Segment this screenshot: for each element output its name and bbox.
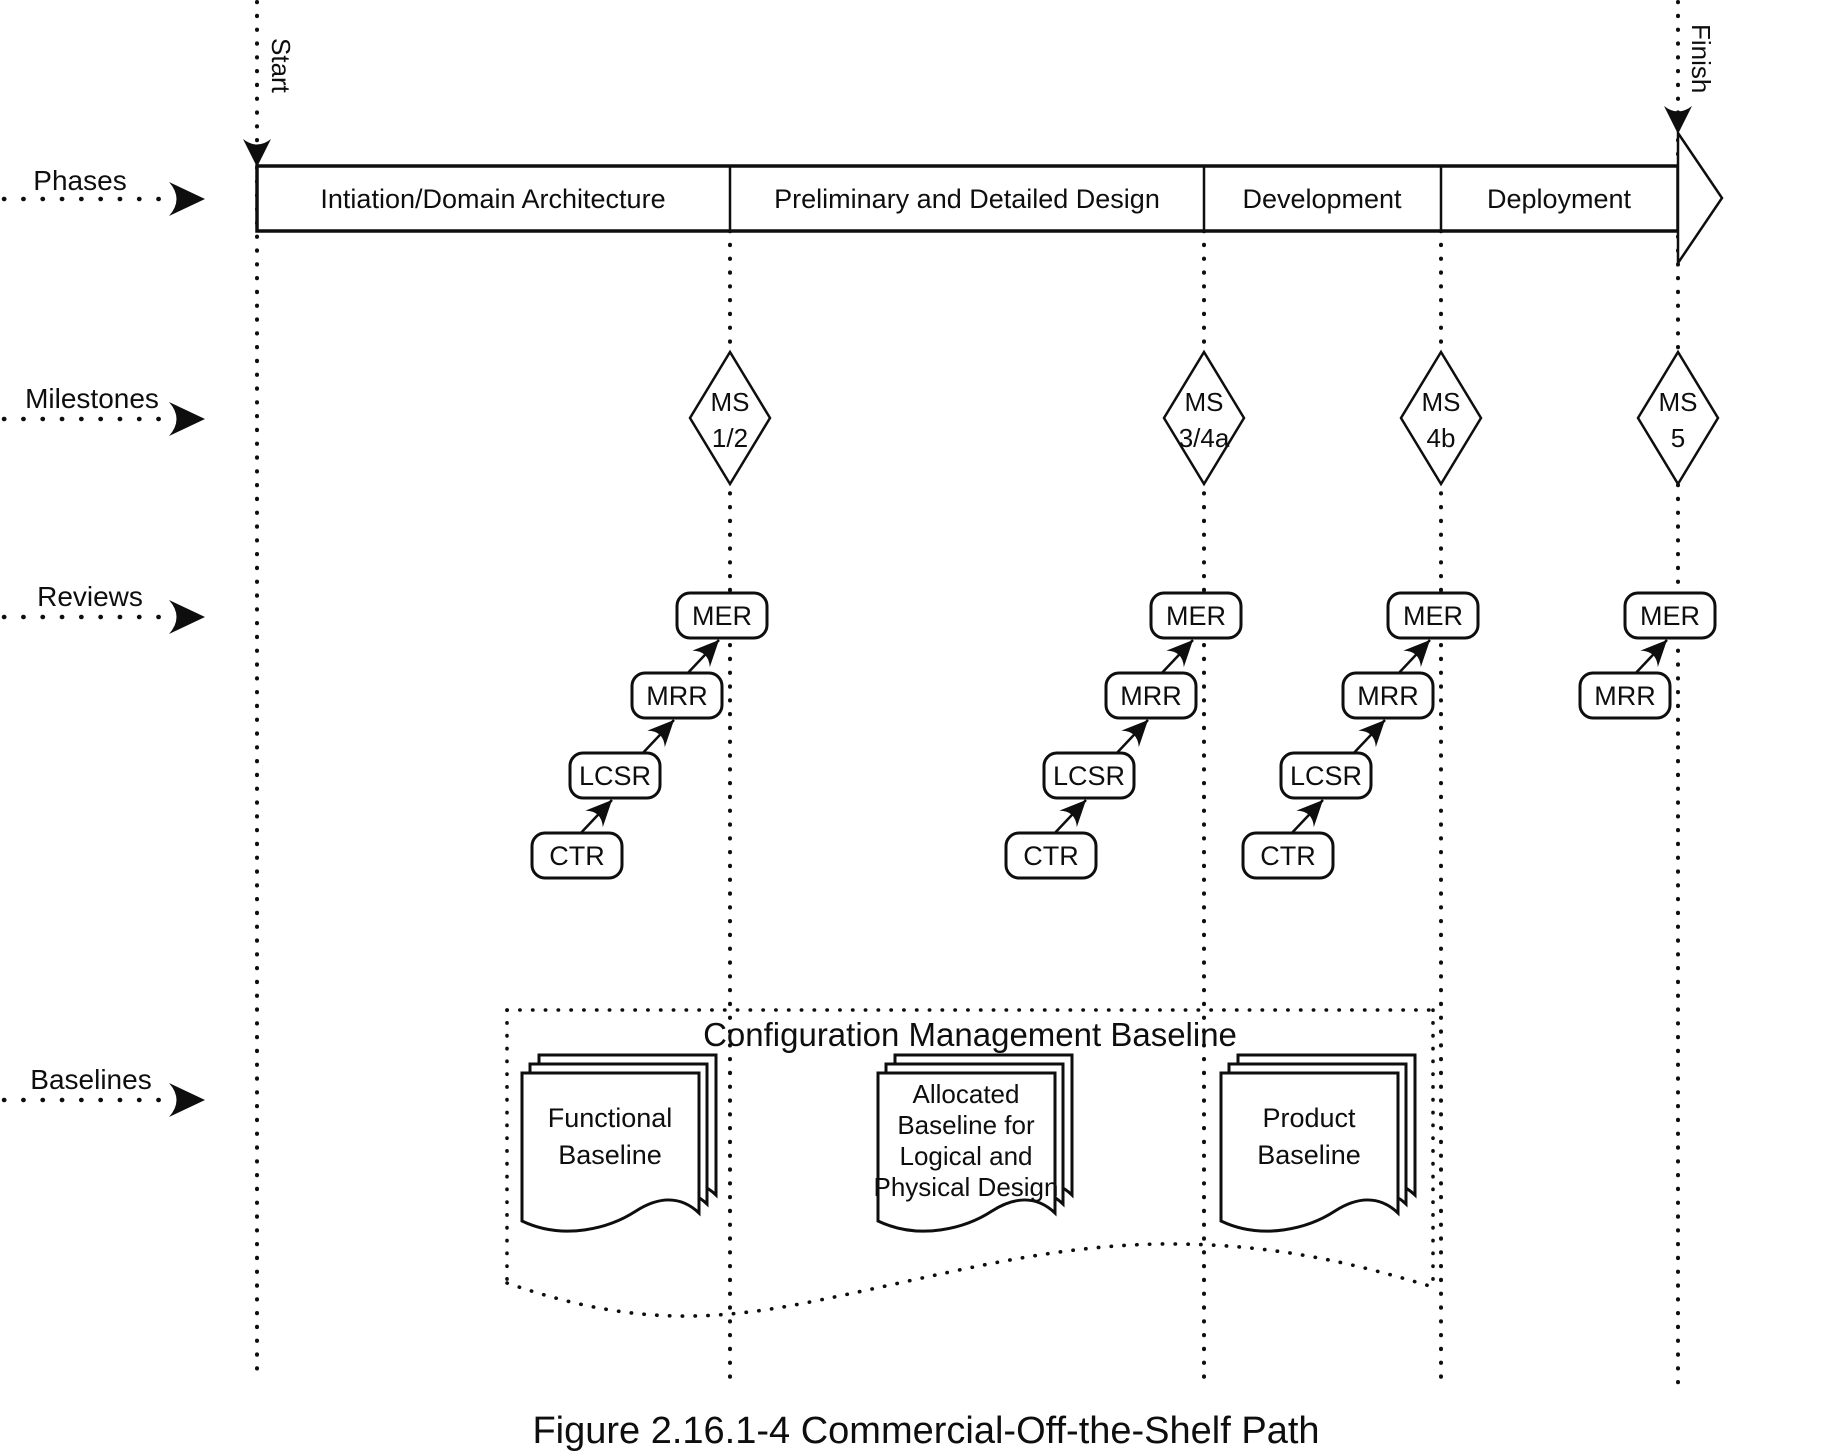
review-box-label: LCSR: [1290, 761, 1362, 791]
milestone-diamond: [1636, 349, 1720, 487]
document-label-line: Baseline: [1257, 1140, 1361, 1170]
milestone-diamond: [1399, 349, 1483, 487]
document-page-front: [876, 1071, 1057, 1233]
review-box-label: MER: [1640, 601, 1700, 631]
review-arrow-icon: [1166, 640, 1193, 668]
review-chain-4: MRR MER: [1578, 591, 1717, 720]
review-box-label: MRR: [1357, 681, 1419, 711]
review-box-label: CTR: [1260, 841, 1316, 871]
baseline-box-wavy-bottom-border: [505, 1242, 1435, 1318]
milestones-row-arrow-icon: [169, 402, 205, 436]
document-label-line: Logical and: [900, 1141, 1033, 1171]
review-chains: CTR LCSR MRR MER CTR LCSR MRR MER: [530, 591, 1717, 880]
document-page-front: [1219, 1071, 1400, 1233]
document-stack-allocated: Allocated Baseline for Logical and Physi…: [874, 1053, 1074, 1233]
review-box-ctr: [1004, 831, 1098, 880]
review-box-mrr: [630, 671, 724, 720]
milestone-text-line2: 5: [1671, 423, 1685, 453]
phase-segment-2: Preliminary and Detailed Design: [774, 184, 1160, 214]
review-box-mer: [1149, 591, 1243, 640]
review-chain-1: CTR LCSR MRR MER: [530, 591, 769, 880]
review-box-ctr: [1241, 831, 1335, 880]
review-box-mer: [1386, 591, 1480, 640]
review-arrow-icon: [1059, 800, 1086, 828]
review-arrow-icon: [1640, 640, 1667, 668]
start-finish-markers: Start Finish: [243, 24, 1716, 167]
configuration-management-baseline-label: Configuration Management Baseline: [703, 1016, 1237, 1053]
reviews-row-arrow-icon: [169, 600, 205, 634]
finish-down-arrow-icon: [1664, 106, 1692, 134]
phase-segment-4: Deployment: [1487, 184, 1632, 214]
review-arrow-icon: [585, 800, 612, 828]
review-box-label: MRR: [1120, 681, 1182, 711]
review-arrow-icon: [1296, 800, 1323, 828]
review-box-lcsr: [1279, 751, 1373, 800]
review-arrow-icon: [1121, 720, 1148, 748]
review-box-label: MRR: [646, 681, 708, 711]
review-box-mer: [1623, 591, 1717, 640]
review-box-label: LCSR: [579, 761, 651, 791]
review-chain-3: CTR LCSR MRR MER: [1241, 591, 1480, 880]
start-down-arrow-icon: [243, 139, 271, 167]
row-label-reviews: Reviews: [37, 581, 143, 612]
document-label-line: Functional: [548, 1103, 673, 1133]
review-box-label: CTR: [1023, 841, 1079, 871]
phases-row-arrow-icon: [169, 182, 205, 216]
phases-bar: Intiation/Domain Architecture Preliminar…: [255, 128, 1724, 268]
milestone-text-line2: 3/4a: [1179, 423, 1230, 453]
review-box-lcsr: [1042, 751, 1136, 800]
milestone-text-line1: MS: [711, 387, 750, 417]
review-arrow-icon: [1358, 720, 1385, 748]
milestone-ms4b: MS 4b: [1399, 349, 1483, 487]
phase-segment-3: Development: [1242, 184, 1402, 214]
document-page-front: [520, 1071, 701, 1233]
document-label-line: Baseline: [558, 1140, 662, 1170]
document-label-line: Product: [1262, 1103, 1356, 1133]
baselines-group: Configuration Management Baseline Functi…: [505, 1008, 1435, 1318]
milestone-diamond: [1162, 349, 1246, 487]
review-box-mrr: [1104, 671, 1198, 720]
document-label-line: Baseline for: [897, 1110, 1035, 1140]
start-label: Start: [266, 38, 296, 94]
document-label-line: Allocated: [913, 1079, 1020, 1109]
milestone-ms5: MS 5: [1636, 349, 1720, 487]
milestone-text-line1: MS: [1185, 387, 1224, 417]
row-label-milestones: Milestones: [25, 383, 159, 414]
review-box-ctr: [530, 831, 624, 880]
baselines-row-arrow-icon: [169, 1083, 205, 1117]
milestone-diamond: [688, 349, 772, 487]
figure-caption: Figure 2.16.1-4 Commercial-Off-the-Shelf…: [532, 1410, 1319, 1452]
milestones: MS 1/2 MS 3/4a MS 4b MS 5: [688, 349, 1720, 487]
review-box-label: MRR: [1594, 681, 1656, 711]
document-label-line: Physical Design: [874, 1172, 1059, 1202]
row-label-phases: Phases: [33, 165, 126, 196]
review-arrow-icon: [647, 720, 674, 748]
finish-label: Finish: [1686, 24, 1716, 93]
phase-segment-1: Intiation/Domain Architecture: [320, 184, 665, 214]
milestone-ms34a: MS 3/4a: [1162, 349, 1246, 487]
review-box-label: MER: [1403, 601, 1463, 631]
document-stack-product: Product Baseline: [1219, 1053, 1417, 1233]
milestone-ms12: MS 1/2: [688, 349, 772, 487]
milestone-text-line2: 4b: [1427, 423, 1456, 453]
milestone-text-line1: MS: [1422, 387, 1461, 417]
review-box-mrr: [1341, 671, 1435, 720]
review-box-lcsr: [568, 751, 662, 800]
row-label-baselines: Baselines: [30, 1064, 151, 1095]
document-stack-functional: Functional Baseline: [520, 1053, 718, 1233]
row-headers: Phases Milestones Reviews Baselines: [1, 165, 205, 1117]
milestone-text-line2: 1/2: [712, 423, 748, 453]
review-box-label: CTR: [549, 841, 605, 871]
review-box-mrr: [1578, 671, 1672, 720]
review-box-label: MER: [692, 601, 752, 631]
timeline-end-arrow-icon: [1676, 128, 1724, 268]
review-chain-2: CTR LCSR MRR MER: [1004, 591, 1243, 880]
review-box-mer: [675, 591, 769, 640]
review-box-label: LCSR: [1053, 761, 1125, 791]
review-arrow-icon: [692, 640, 719, 668]
milestone-text-line1: MS: [1659, 387, 1698, 417]
review-box-label: MER: [1166, 601, 1226, 631]
review-arrow-icon: [1403, 640, 1430, 668]
